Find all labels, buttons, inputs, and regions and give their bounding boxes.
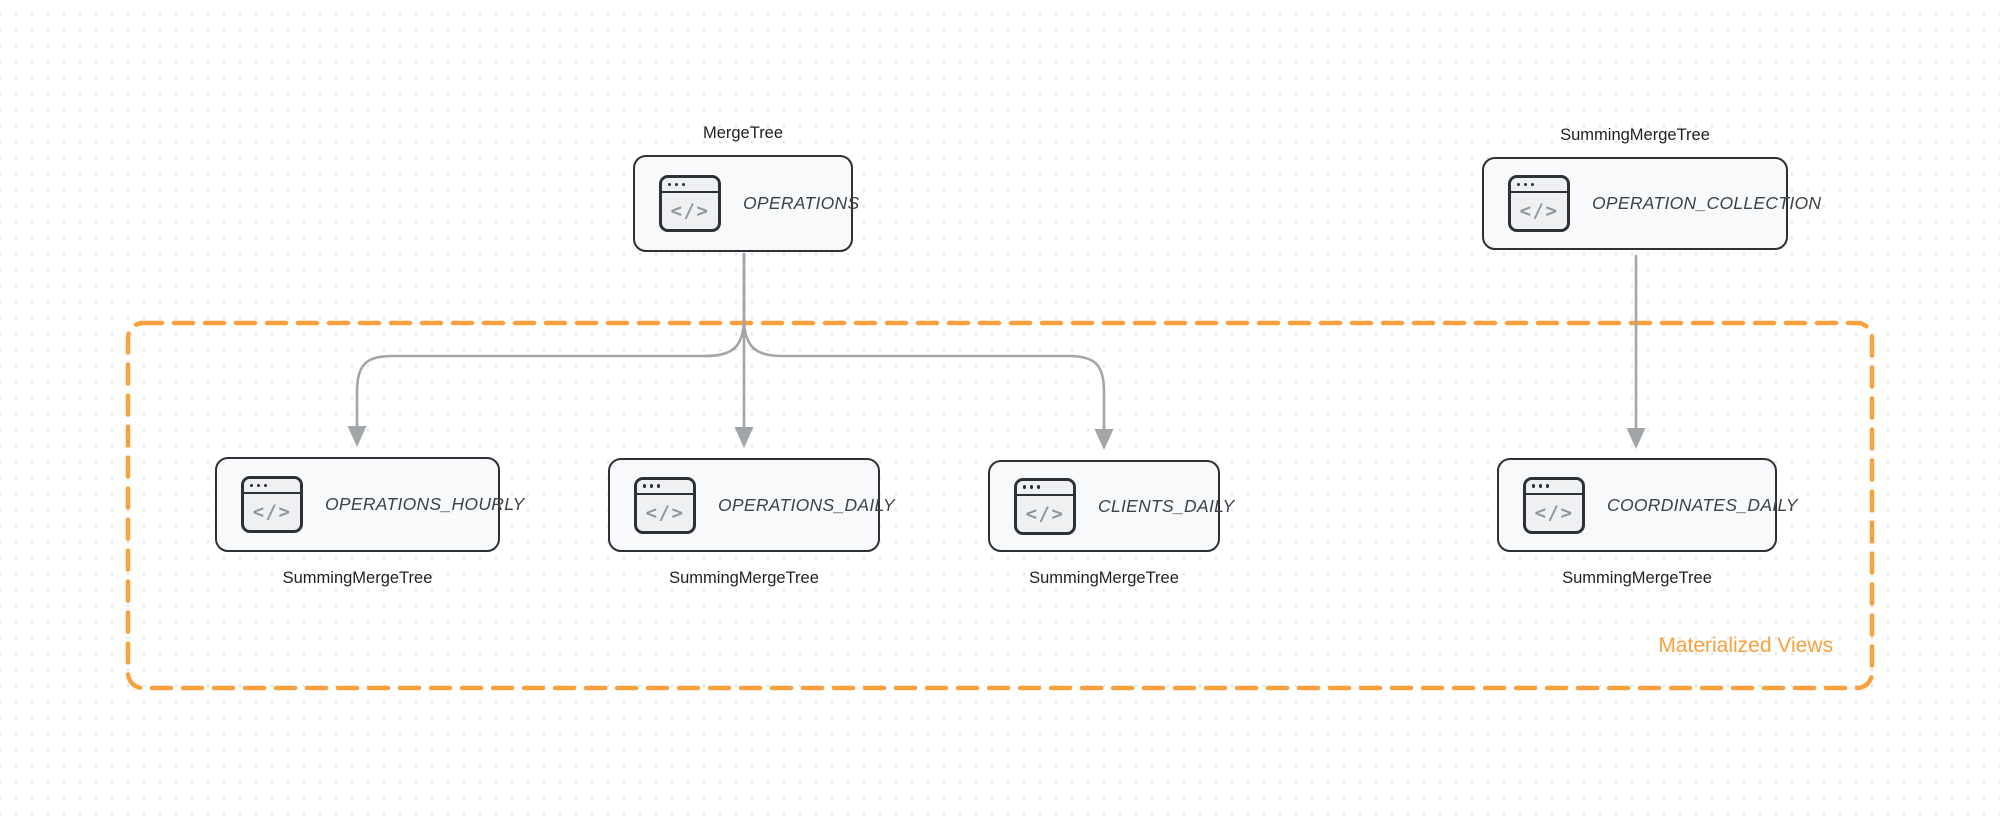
window-titlebar (1511, 178, 1567, 193)
window-dot-icon (681, 182, 686, 187)
node-box[interactable]: </> OPERATIONS_DAILY (608, 458, 895, 552)
window-dot-icon (649, 484, 654, 488)
window-titlebar (1017, 480, 1073, 496)
code-window-icon: </> (1523, 476, 1585, 534)
window-titlebar (244, 479, 300, 494)
code-window-icon: </> (634, 476, 696, 534)
node-box[interactable]: </> OPERATIONS (633, 155, 859, 252)
node-box[interactable]: </> CLIENTS_DAILY (988, 460, 1234, 552)
node-operations-hourly[interactable]: SummingMergeTree </> OPERATIONS_HOURLY (215, 457, 524, 587)
engine-label: MergeTree (702, 124, 784, 142)
window-dot-icon (642, 484, 647, 488)
engine-label: SummingMergeTree (282, 569, 433, 587)
engine-label: SummingMergeTree (1029, 569, 1179, 587)
code-glyph: </> (670, 200, 710, 222)
window-dot-icon (1545, 484, 1550, 488)
node-title: OPERATIONS_DAILY (718, 494, 895, 515)
arrowhead-daily (734, 427, 754, 448)
edge-operations-to-hourly (355, 252, 746, 430)
code-window-icon: </> (1508, 175, 1570, 232)
code-glyph: </> (1534, 501, 1574, 524)
node-operations[interactable]: MergeTree </> OPERATIONS (633, 124, 859, 252)
code-glyph: </> (645, 501, 685, 524)
engine-label: SummingMergeTree (1560, 126, 1710, 144)
node-operations-daily[interactable]: SummingMergeTree </> OPERATIONS_DAILY (608, 458, 895, 587)
arrowhead-coordinates (1626, 428, 1646, 449)
window-titlebar (662, 178, 718, 193)
edge-operations-to-clients (742, 252, 1106, 433)
window-dot-icon (256, 483, 261, 488)
window-dot-icon (1523, 182, 1528, 187)
node-title: CLIENTS_DAILY (1098, 495, 1235, 516)
materialized-views-group-border (125, 320, 1875, 691)
node-box[interactable]: </> OPERATIONS_HOURLY (215, 457, 524, 552)
node-title: OPERATION_COLLECTION (1592, 193, 1822, 213)
window-dot-icon (1538, 484, 1543, 488)
engine-label: SummingMergeTree (669, 569, 819, 587)
code-window-icon: </> (241, 476, 303, 533)
code-glyph: </> (252, 501, 292, 523)
window-titlebar (637, 479, 693, 495)
node-title: OPERATIONS (743, 193, 860, 213)
window-dot-icon (656, 484, 661, 488)
arrowhead-clients (1094, 429, 1114, 450)
window-dot-icon (667, 182, 672, 187)
engine-label: SummingMergeTree (1562, 569, 1712, 587)
window-dot-icon (1022, 485, 1027, 489)
node-coordinates-daily[interactable]: SummingMergeTree </> COORDINATES_DAILY (1497, 458, 1798, 587)
arrowhead-hourly (347, 426, 367, 447)
node-title: COORDINATES_DAILY (1607, 494, 1798, 515)
window-dot-icon (1036, 485, 1041, 489)
window-dot-icon (1530, 182, 1535, 187)
code-glyph: </> (1025, 502, 1065, 525)
code-window-icon: </> (659, 175, 721, 232)
node-title: OPERATIONS_HOURLY (325, 494, 525, 514)
window-dot-icon (249, 483, 254, 488)
window-dot-icon (674, 182, 679, 187)
node-box[interactable]: </> COORDINATES_DAILY (1497, 458, 1798, 552)
node-box[interactable]: </> OPERATION_COLLECTION (1482, 157, 1821, 250)
window-dot-icon (263, 483, 268, 488)
code-window-icon: </> (1014, 477, 1076, 535)
window-dot-icon (1531, 484, 1536, 488)
node-clients-daily[interactable]: SummingMergeTree </> CLIENTS_DAILY (988, 460, 1234, 587)
node-operation-collection[interactable]: SummingMergeTree </> OPERATION_COLLECTIO… (1482, 126, 1821, 250)
code-glyph: </> (1519, 200, 1559, 222)
window-dot-icon (1516, 182, 1521, 187)
window-titlebar (1526, 479, 1582, 495)
window-dot-icon (1029, 485, 1034, 489)
